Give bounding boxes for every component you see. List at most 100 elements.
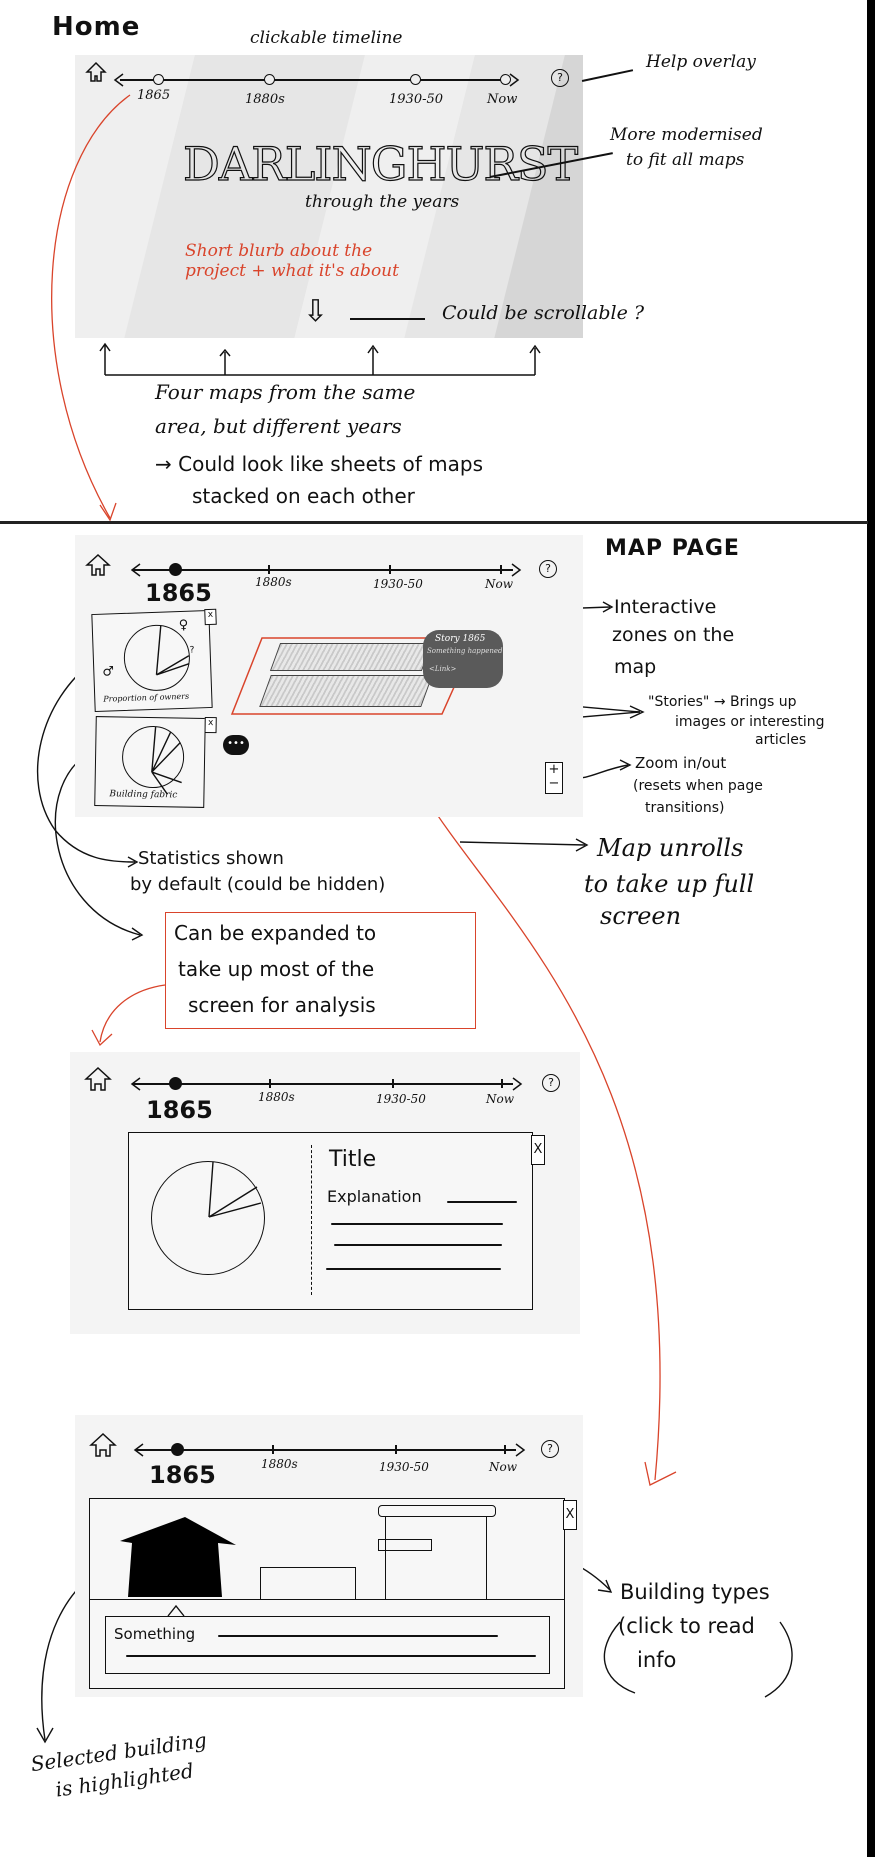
stats-panel-caption: Building fabric	[109, 789, 178, 801]
note-expand-line-3: screen for analysis	[188, 993, 376, 1017]
home-icon[interactable]	[89, 1432, 117, 1458]
timeline-track[interactable]	[133, 1083, 513, 1085]
timeline-label-1930-50[interactable]: 1930-50	[379, 1460, 429, 1474]
note-stories-line-1: "Stories" → Brings up	[648, 694, 797, 710]
timeline-label-1880s[interactable]: 1880s	[245, 92, 285, 107]
section-divider	[0, 521, 868, 524]
expanded-stats-panel[interactable]: Title Explanation X	[128, 1132, 545, 1310]
unknown-label: ?	[189, 645, 195, 656]
timeline-right-arrow-icon[interactable]	[507, 73, 521, 87]
pie-slices	[155, 625, 190, 676]
interactive-zone-building[interactable]	[269, 643, 433, 671]
help-circle-icon[interactable]: ?	[541, 1440, 559, 1458]
timeline-track[interactable]	[136, 1449, 516, 1451]
note-building-types-line-1: Building types	[620, 1580, 770, 1604]
timeline-node-1865[interactable]	[153, 74, 164, 85]
zoom-control[interactable]: + −	[545, 762, 563, 794]
note-stats-line-2: by default (could be hidden)	[130, 874, 386, 895]
note-interactive-line-2: zones on the	[612, 624, 735, 646]
building-types-panel[interactable]: Something X	[89, 1498, 577, 1689]
note-expand-line-2: take up most of the	[178, 957, 375, 981]
timeline-tick-1930-50[interactable]	[395, 1445, 397, 1454]
project-blurb-line-1: Short blurb about the	[185, 241, 373, 261]
close-icon[interactable]: x	[204, 716, 217, 734]
timeline-track[interactable]	[133, 569, 513, 571]
timeline-tick-1930-50[interactable]	[392, 1079, 394, 1088]
stats-panel-building-fabric[interactable]: Building fabric x	[94, 716, 217, 808]
timeline-label-now[interactable]: Now	[489, 1460, 517, 1474]
timeline-label-now[interactable]: Now	[485, 577, 513, 591]
note-zoom-line-1: Zoom in/out	[635, 754, 727, 772]
note-four-maps-line-1: Four maps from the same	[155, 380, 416, 404]
text-placeholder-line	[326, 1268, 501, 1270]
pie-chart-expanded	[151, 1161, 265, 1275]
building-selected-highlighted[interactable]	[120, 1517, 240, 1597]
timeline-left-arrow-icon[interactable]	[130, 1077, 144, 1091]
timeline-node-1880s[interactable]	[264, 74, 275, 85]
scroll-down-arrow-icon[interactable]: ⇩	[303, 294, 329, 329]
timeline-caption: clickable timeline	[250, 28, 403, 48]
home-icon[interactable]	[85, 61, 107, 83]
timeline-left-arrow-icon[interactable]	[113, 73, 127, 87]
help-circle-icon[interactable]: ?	[551, 69, 569, 87]
timeline-left-arrow-icon[interactable]	[130, 563, 144, 577]
timeline-label-1930-50[interactable]: 1930-50	[373, 577, 423, 591]
zoom-in-button[interactable]: +	[548, 762, 560, 777]
home-icon[interactable]	[84, 1066, 112, 1092]
zoom-out-button[interactable]: −	[548, 776, 560, 791]
story-popup[interactable]: Story 1865 Something happened <Link>	[423, 630, 503, 688]
timeline-right-arrow-icon[interactable]	[509, 563, 523, 577]
timeline-tick-now[interactable]	[500, 565, 502, 574]
note-stories-line-3: articles	[755, 732, 807, 748]
close-icon[interactable]: X	[531, 1135, 545, 1165]
timeline-tick-now[interactable]	[504, 1445, 506, 1454]
help-circle-icon[interactable]: ?	[542, 1074, 560, 1092]
timeline-label-now[interactable]: Now	[487, 92, 518, 107]
timeline-node-1930-50[interactable]	[410, 74, 421, 85]
timeline-node-now[interactable]	[500, 74, 511, 85]
interactive-zone-building[interactable]	[259, 675, 433, 707]
timeline-right-arrow-icon[interactable]	[513, 1443, 527, 1457]
text-placeholder-line	[334, 1244, 502, 1246]
building-type-tall[interactable]	[378, 1505, 496, 1599]
close-icon[interactable]: x	[204, 608, 217, 626]
timeline-tick-1880s[interactable]	[272, 1445, 274, 1454]
stories-speech-bubble-icon[interactable]: •••	[223, 735, 249, 755]
story-link[interactable]: <Link>	[429, 665, 457, 673]
timeline-right-arrow-icon[interactable]	[510, 1077, 524, 1091]
note-interactive-line-3: map	[614, 656, 657, 678]
note-unroll-line-2: to take up full	[584, 870, 755, 898]
timeline-tick-now[interactable]	[501, 1079, 503, 1088]
timeline-node-1865-active[interactable]	[169, 563, 182, 576]
timeline-tick-1880s[interactable]	[268, 565, 270, 574]
expand-note-box: Can be expanded to take up most of the s…	[165, 912, 476, 1029]
interactive-zone-outline[interactable]	[230, 630, 490, 720]
note-building-types-line-3: info	[637, 1648, 677, 1672]
timeline-left-arrow-icon[interactable]	[133, 1443, 147, 1457]
timeline-label-1930-50[interactable]: 1930-50	[376, 1092, 426, 1106]
building-type-low[interactable]	[260, 1567, 356, 1600]
timeline-tick-1880s[interactable]	[269, 1079, 271, 1088]
note-four-maps-line-3: → Could look like sheets of maps	[155, 452, 484, 476]
timeline-label-1880s[interactable]: 1880s	[258, 1090, 295, 1104]
timeline-tick-1930-50[interactable]	[389, 565, 391, 574]
info-pointer-caret-icon	[167, 1604, 185, 1617]
home-section-title: Home	[52, 12, 141, 42]
timeline-label-1930-50[interactable]: 1930-50	[389, 92, 444, 107]
timeline-node-1865-active[interactable]	[171, 1443, 184, 1456]
text-placeholder-line	[126, 1655, 536, 1657]
note-title-line-2: to fit all maps	[626, 150, 745, 170]
close-icon[interactable]: X	[563, 1500, 577, 1530]
timeline-label-1880s[interactable]: 1880s	[255, 575, 292, 589]
timeline-label-1880s[interactable]: 1880s	[261, 1457, 298, 1471]
map-page-section-title: MAP PAGE	[605, 536, 740, 561]
timeline-track[interactable]	[120, 79, 510, 81]
ground-line	[90, 1599, 564, 1600]
stats-panel-owners[interactable]: ♀ ♂ ? Proportion of owners x	[91, 608, 217, 713]
help-circle-icon[interactable]: ?	[539, 560, 557, 578]
timeline-label-1865[interactable]: 1865	[137, 88, 171, 103]
building-info-box: Something	[105, 1616, 550, 1674]
timeline-label-now[interactable]: Now	[486, 1092, 514, 1106]
timeline-node-1865-active[interactable]	[169, 1077, 182, 1090]
home-icon[interactable]	[85, 553, 111, 577]
